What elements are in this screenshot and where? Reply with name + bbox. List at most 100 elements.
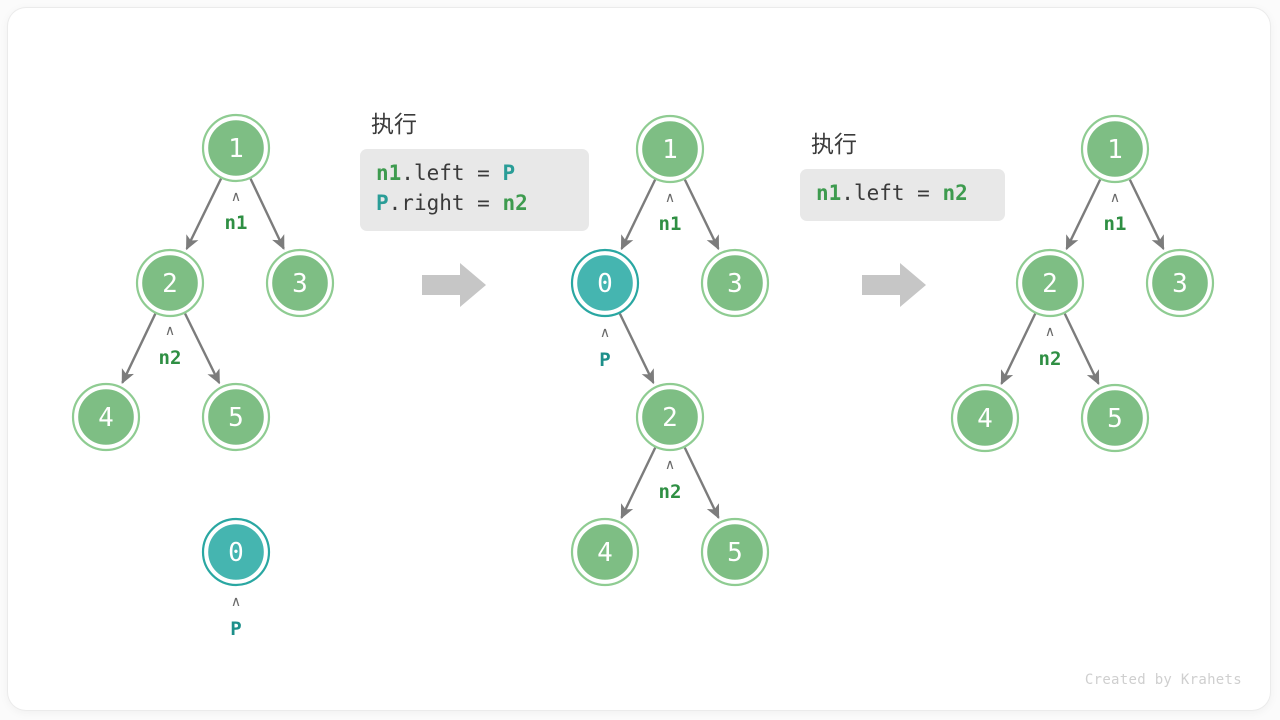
pointer-label-text: n2 <box>1039 348 1062 370</box>
tree-node-ring <box>201 382 271 452</box>
tree-node[interactable]: 5 <box>201 382 271 452</box>
pointer-label-text: n2 <box>659 481 682 503</box>
caret-icon: ∧ <box>231 189 241 205</box>
tree-node-ring <box>570 517 640 587</box>
tree-edge <box>1128 179 1165 251</box>
tree-node-circle <box>205 386 267 448</box>
pointer-label-group: ∧P <box>599 325 610 371</box>
tree-node[interactable]: 3 <box>1145 248 1215 318</box>
tree-node[interactable]: 5 <box>700 517 770 587</box>
tree-edge <box>249 178 285 250</box>
code-line: P.right = n2 <box>376 189 573 219</box>
step-transition-arrow-icon <box>422 263 486 307</box>
pointer-label-group: ∧ n1 <box>225 189 248 234</box>
tree-node[interactable]: 1 <box>635 114 705 184</box>
tree-node-ring <box>700 248 770 318</box>
caret-icon: ∧ <box>665 457 675 473</box>
tree-node-circle <box>1149 252 1211 314</box>
tree-node-ring <box>201 113 271 183</box>
tree-node-ring <box>635 114 705 184</box>
code-token: .left = <box>401 161 503 185</box>
tree-node-ring <box>1080 383 1150 453</box>
tree-node-circle <box>574 252 636 314</box>
step-3-code-block: n1.left = n2 <box>800 169 1005 221</box>
tree-node-value: 1 <box>1107 135 1123 165</box>
code-token: .left = <box>841 181 943 205</box>
code-token: .right = <box>388 190 503 215</box>
tree-node-circle <box>1019 252 1081 314</box>
tree-node-value: 2 <box>162 269 178 299</box>
tree-node-circle <box>704 521 766 583</box>
tree-node-value: 4 <box>98 403 114 433</box>
tree-node[interactable]: 2 <box>135 248 205 318</box>
tree-node-value: 4 <box>597 538 613 568</box>
tree-node-ring <box>1015 248 1085 318</box>
tree-node-value: 5 <box>727 538 743 568</box>
tree-node-ring <box>265 248 335 318</box>
pointer-label-text: n1 <box>1104 213 1127 235</box>
pointer-label-text: P <box>230 618 241 640</box>
tree-edges-layer <box>121 178 1165 520</box>
tree-node[interactable]: 3 <box>265 248 335 318</box>
tree-node-value: 2 <box>662 403 678 433</box>
code-token: P <box>376 190 389 215</box>
tree-edge <box>1000 313 1037 386</box>
tree-edge <box>121 313 157 385</box>
tree-node-value: 2 <box>1042 269 1058 299</box>
tree-node[interactable]: 4 <box>570 517 640 587</box>
tree-node-circle <box>75 386 137 448</box>
tree-node[interactable]: 1 <box>1080 114 1150 184</box>
tree-edge <box>683 179 720 251</box>
caret-icon: ∧ <box>231 594 241 610</box>
tree-node-circle <box>269 252 331 314</box>
pointer-label-text: n1 <box>225 212 248 234</box>
tree-node-ring <box>700 517 770 587</box>
code-line: n1.left = P <box>376 159 573 189</box>
tree-node-value: 3 <box>727 269 743 299</box>
credit-text: Created by Krahets <box>1084 672 1242 688</box>
tree-node-circle <box>639 118 701 180</box>
tree-node-circle <box>1084 387 1146 449</box>
pointer-label-group: ∧n1 <box>1104 190 1127 235</box>
tree-node[interactable]: 2 <box>635 382 705 452</box>
tree-node-circle <box>574 521 636 583</box>
tree-node[interactable]: 4 <box>71 382 141 452</box>
tree-node-value: 0 <box>597 269 613 299</box>
tree-node[interactable]: 0 <box>201 517 271 587</box>
code-token: n2 <box>942 181 968 205</box>
step-2-title: 执行 <box>371 112 417 138</box>
step-transition-arrow-icon <box>862 263 926 307</box>
tree-node-value: 3 <box>1172 269 1188 299</box>
tree-node[interactable]: 5 <box>1080 383 1150 453</box>
tree-node-ring <box>1145 248 1215 318</box>
tree-node[interactable]: 4 <box>950 383 1020 453</box>
tree-node[interactable]: 3 <box>700 248 770 318</box>
tree-edge <box>1065 179 1102 251</box>
pointer-label-group: ∧ n2 <box>659 457 682 503</box>
tree-edge <box>183 312 221 385</box>
tree-node-circle <box>1084 118 1146 180</box>
code-token: n1 <box>376 161 402 185</box>
tree-node[interactable]: 0 <box>570 248 640 318</box>
tree-node-value: 3 <box>292 269 308 299</box>
tree-node[interactable]: 1 <box>201 113 271 183</box>
tree-edge <box>620 447 657 520</box>
tree-nodes-layer: 1 2 3 4 5 0 1 0 3 2 4 5 1 2 3 4 5 <box>71 113 1215 587</box>
caret-icon: ∧ <box>165 323 175 339</box>
tree-node[interactable]: 2 <box>1015 248 1085 318</box>
pointer-label-text: P <box>599 349 610 371</box>
tree-node-value: 4 <box>977 404 993 434</box>
step-arrows-layer <box>422 263 926 307</box>
pointer-label-text: n1 <box>659 213 682 235</box>
caret-icon: ∧ <box>1045 324 1055 340</box>
tree-node-ring <box>570 248 640 318</box>
tree-node-ring <box>950 383 1020 453</box>
code-token: n1 <box>816 181 842 205</box>
pointer-labels-layer: ∧n1∧n2∧P∧n1∧P∧n2∧n1∧n2 <box>159 189 1127 640</box>
pointer-label-group: ∧ n2 <box>1039 324 1062 370</box>
tree-edge <box>1063 313 1100 386</box>
tree-node-circle <box>205 117 267 179</box>
